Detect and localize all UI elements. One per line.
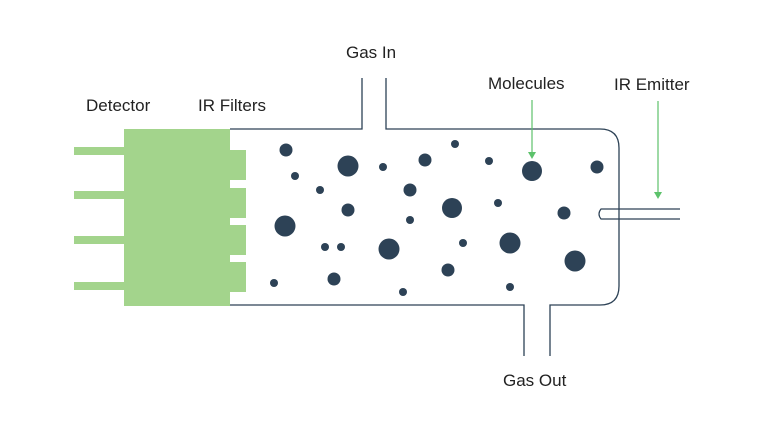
ir-filter (228, 225, 246, 255)
detector-pin (74, 236, 126, 244)
molecule (522, 161, 542, 181)
molecule (337, 155, 359, 177)
molecules-group (270, 140, 604, 296)
gas-in-label: Gas In (346, 43, 397, 62)
detector-pin (74, 191, 126, 199)
molecule (499, 232, 521, 254)
ir-emitter-arrow-head (654, 192, 662, 199)
molecules-arrow-head (528, 152, 536, 159)
detector-pin (74, 282, 126, 290)
molecule (451, 140, 459, 148)
molecule (418, 153, 432, 167)
detector-label: Detector (86, 96, 151, 115)
molecule (441, 263, 455, 277)
ir-filters-label: IR Filters (198, 96, 266, 115)
molecule (291, 172, 299, 180)
molecule (337, 243, 345, 251)
molecule (270, 279, 278, 287)
molecule (442, 198, 462, 218)
molecule (378, 238, 400, 260)
molecule (316, 186, 324, 194)
molecule (399, 288, 407, 296)
ir-filter (228, 188, 246, 218)
molecule (557, 206, 571, 220)
molecule (506, 283, 514, 291)
molecule (564, 250, 586, 272)
ir-emitter-label: IR Emitter (614, 75, 690, 94)
molecule (406, 216, 414, 224)
molecule (321, 243, 329, 251)
ir-emitter-probe (598, 208, 680, 220)
chamber-outline (230, 78, 620, 356)
detector-body (124, 129, 230, 306)
molecule (590, 160, 604, 174)
molecule (274, 215, 296, 237)
molecule (327, 272, 341, 286)
molecule (494, 199, 502, 207)
ir-filter (228, 262, 246, 292)
molecule (485, 157, 493, 165)
gas-out-label: Gas Out (503, 371, 567, 390)
detector-pin (74, 147, 126, 155)
molecule (379, 163, 387, 171)
ir-filter (228, 150, 246, 180)
molecule (279, 143, 293, 157)
molecule (459, 239, 467, 247)
molecule (403, 183, 417, 197)
molecules-label: Molecules (488, 74, 565, 93)
molecule (341, 203, 355, 217)
